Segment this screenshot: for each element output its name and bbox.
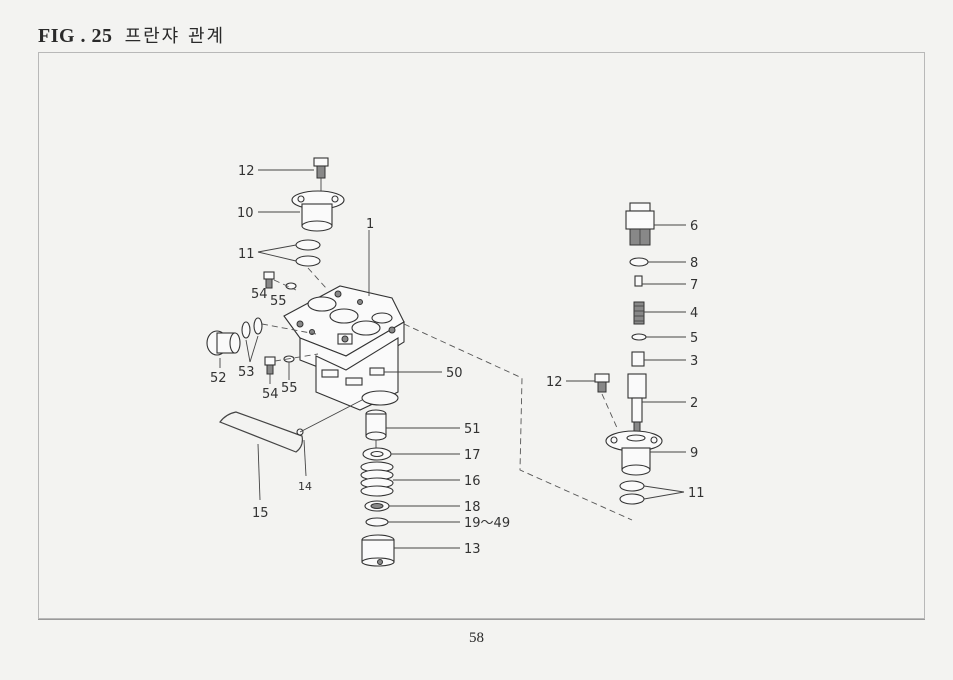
part-7-stopper	[634, 275, 643, 287]
leader-11a-1	[257, 244, 297, 253]
part-9-flange	[605, 430, 663, 476]
callout-52: 52	[210, 371, 227, 386]
axis-12-9	[601, 393, 619, 431]
callout-8: 8	[690, 256, 698, 271]
axis-14	[299, 399, 363, 433]
part-15-wire	[219, 411, 303, 453]
figure-title: FIG . 25 프란쟈 관계	[38, 22, 225, 48]
leader-14	[303, 439, 307, 477]
axis-52-53	[261, 323, 317, 335]
part-11-oring-b	[295, 255, 321, 267]
callout-1: 1	[366, 217, 374, 232]
part-12-bolt-top	[313, 157, 329, 179]
callout-2: 2	[690, 396, 698, 411]
callout-12-top: 12	[238, 164, 255, 179]
part-16-spring	[360, 461, 394, 497]
callout-6: 6	[690, 219, 698, 234]
callout-54-lower: 54	[262, 387, 279, 402]
callout-7: 7	[690, 278, 698, 293]
axis-housing-right	[403, 323, 633, 521]
callout-11-left: 11	[238, 247, 255, 262]
callout-11-right: 11	[688, 486, 705, 501]
callout-18: 18	[464, 500, 481, 515]
part-18-seat-hole	[370, 503, 384, 509]
callout-4: 4	[690, 306, 698, 321]
part-6-valve-holder	[625, 202, 655, 246]
callout-53: 53	[238, 365, 255, 380]
leader-11b-1	[643, 485, 685, 493]
callout-9: 9	[690, 446, 698, 461]
exploded-parts-diagram: 1 12 10 11 54 55 53 52 54 55 50 51 17 16…	[206, 157, 705, 567]
leader-15	[257, 443, 261, 501]
part-12-bolt-right	[594, 373, 610, 393]
part-53-washer-a	[241, 321, 251, 339]
callout-19-49: 19～49	[464, 516, 510, 531]
callout-16: 16	[464, 474, 481, 489]
part-1-pump-housing	[283, 285, 405, 411]
callout-50: 50	[446, 366, 463, 381]
part-52-plug	[206, 330, 241, 356]
axis-11-housing	[307, 267, 327, 289]
page-number: 58	[469, 630, 484, 646]
leader-53-b	[249, 335, 259, 363]
part-55-washer-top	[285, 282, 297, 290]
part-10-flange	[291, 190, 345, 232]
axis-54-55-top	[273, 279, 297, 291]
figure-label: FIG . 25	[38, 25, 113, 47]
part-54-screw-top	[263, 271, 275, 289]
callout-17: 17	[464, 448, 481, 463]
leader-11b-2	[643, 491, 685, 500]
diagram-frame	[38, 52, 925, 619]
part-3-valve	[631, 351, 645, 367]
part-13-tappet	[361, 534, 395, 567]
part-4-spring	[633, 301, 645, 325]
callout-15: 15	[252, 506, 269, 521]
leader-53-a	[245, 339, 251, 363]
part-17-seat-hole	[370, 450, 384, 458]
axis-54-55-lower	[274, 353, 319, 362]
part-11-oring-a	[295, 239, 321, 251]
part-2-plunger	[627, 373, 647, 433]
callout-55-lower: 55	[281, 381, 298, 396]
part-53-washer-b	[253, 317, 263, 335]
callout-51: 51	[464, 422, 481, 437]
callout-3: 3	[690, 354, 698, 369]
part-19-49-shim	[365, 517, 389, 527]
callout-54-top: 54	[251, 287, 268, 302]
part-11-oring-d	[619, 493, 645, 505]
part-8-oring	[629, 257, 649, 267]
figure-title-korean: 프란쟈 관계	[124, 26, 226, 47]
callout-5: 5	[690, 331, 698, 346]
callout-55-top: 55	[270, 294, 287, 309]
part-5-gasket	[631, 333, 647, 341]
leader-11a-2	[257, 251, 297, 262]
part-51-barrel	[365, 409, 387, 441]
callout-13: 13	[464, 542, 481, 557]
callout-10: 10	[237, 206, 254, 221]
callout-12-right: 12	[546, 375, 563, 390]
part-11-oring-c	[619, 480, 645, 492]
footer-rule	[38, 619, 925, 620]
part-54-screw-lower	[264, 356, 276, 375]
callout-14: 14	[298, 480, 312, 493]
